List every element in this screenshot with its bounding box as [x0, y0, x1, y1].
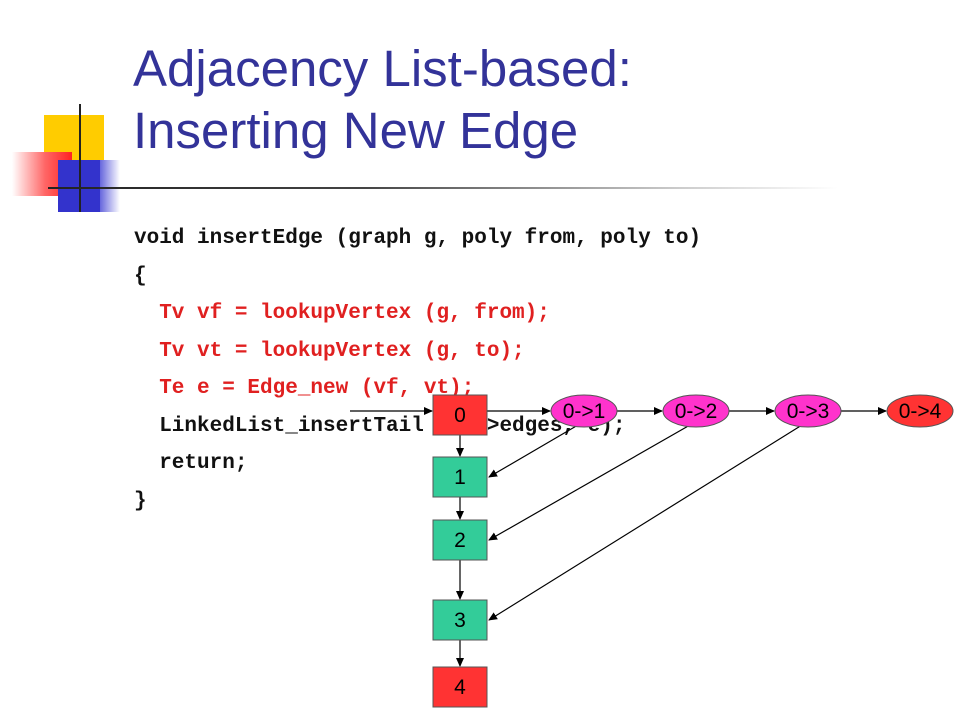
edge-ellipse [662, 394, 730, 428]
code-line: return; [134, 452, 248, 475]
edge-ellipse [550, 394, 618, 428]
vertex-node: 1 [432, 456, 488, 498]
vertex-box [432, 519, 488, 561]
edge-target-arrow [488, 424, 691, 541]
vertex-node: 0 [432, 394, 488, 436]
vertex-node: 2 [432, 519, 488, 561]
vertex-box [432, 456, 488, 498]
edge-node: 0->4 [886, 394, 954, 428]
vertex-node: 3 [432, 599, 488, 641]
vertex-node: 4 [432, 666, 488, 708]
edge-label: 0->1 [563, 400, 606, 423]
edge-node: 0->2 [662, 394, 730, 428]
vertex-label: 3 [454, 609, 466, 632]
code-line: Tv vt = lookupVertex (g, to); [134, 339, 525, 363]
vertex-box [432, 666, 488, 708]
edge-label: 0->3 [787, 400, 830, 423]
decor-blue-square [58, 160, 106, 212]
edge-target-arrow [488, 424, 803, 621]
edge-node: 0->1 [550, 394, 618, 428]
vertex-label: 1 [454, 466, 466, 489]
vertex-label: 2 [454, 529, 466, 552]
edge-ellipse [774, 394, 842, 428]
vertex-box [432, 599, 488, 641]
edge-label: 0->2 [675, 400, 718, 423]
decor-title-underline [48, 187, 838, 189]
edge-ellipse [886, 394, 954, 428]
code-line: Te e = Edge_new (vf, vt); [134, 377, 475, 400]
decor-vertical-rule [79, 104, 81, 212]
vertex-box [432, 394, 488, 436]
vertex-label: 0 [454, 404, 466, 427]
vertex-label: 4 [454, 676, 466, 699]
decor-blue-fade [100, 160, 120, 212]
edge-target-arrow [488, 424, 579, 478]
code-line: } [134, 489, 147, 513]
slide-title-line-2: Inserting New Edge [133, 102, 579, 159]
edge-node: 0->3 [774, 394, 842, 428]
edge-label: 0->4 [899, 400, 942, 423]
code-line: { [134, 264, 147, 288]
code-line: void insertEdge (graph g, poly from, pol… [134, 227, 702, 250]
slide-title-line-1: Adjacency List-based: [133, 40, 632, 97]
code-block: void insertEdge (graph g, poly from, pol… [134, 220, 701, 520]
code-line: Tv vf = lookupVertex (g, from); [134, 302, 550, 325]
slide-title: Adjacency List-based: Inserting New Edge [133, 38, 632, 162]
